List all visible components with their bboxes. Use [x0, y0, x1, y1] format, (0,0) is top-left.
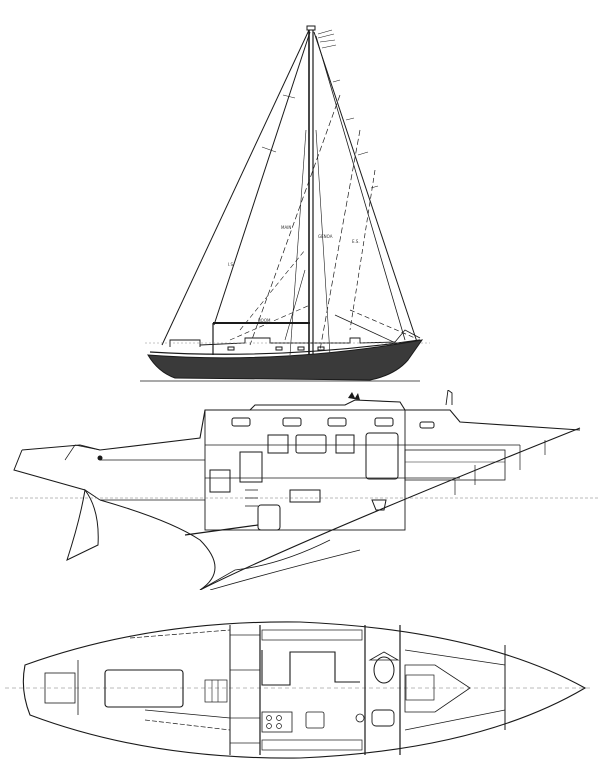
galley-stove [261, 711, 293, 733]
companionway-steps [204, 679, 228, 703]
rudder-post [97, 455, 103, 461]
deck-line [21, 399, 581, 451]
hull-topsides [147, 339, 424, 381]
inboard-profile-view [0, 390, 600, 590]
dorade-vent [445, 390, 453, 406]
hanging-locker [365, 432, 399, 480]
genoa-area-label: GENOA [318, 234, 333, 239]
sheer-line [149, 339, 421, 355]
accommodation-plan-view [0, 590, 600, 775]
cockpit-well [104, 669, 184, 708]
v-berth [404, 449, 506, 481]
engine [257, 504, 281, 531]
portlight [231, 417, 251, 427]
head-sink [371, 709, 395, 727]
forestay [313, 31, 419, 346]
boom-label: BOOM [258, 318, 271, 323]
main-leech [213, 31, 311, 326]
accommodation-plan-drawing [5, 621, 590, 759]
rudder [66, 488, 99, 561]
companionway-ladder [245, 481, 258, 507]
cockpit-hatch [44, 672, 76, 704]
keel [209, 549, 361, 590]
sail-plan-view: MAIN GENOA BOOM I.S. E.S. [140, 25, 430, 382]
foretriangle-dimension-label: E.S. [352, 239, 360, 244]
head-toilet [371, 499, 387, 511]
head-toilet-plan [373, 656, 395, 684]
hull-outline-plan [22, 621, 587, 759]
v-berth-plan [404, 664, 471, 713]
backstay [161, 29, 310, 346]
main-area-label: MAIN [281, 225, 292, 230]
sail-plan-drawing [140, 25, 430, 382]
inboard-profile-drawing [10, 390, 600, 590]
mainsail-dimension-label: I.S. [228, 262, 235, 267]
galley-sink [305, 711, 325, 729]
hull-bottom [199, 427, 581, 590]
prop-shaft [184, 524, 259, 536]
dinette-table [261, 650, 360, 686]
genoa-leech [249, 94, 341, 346]
